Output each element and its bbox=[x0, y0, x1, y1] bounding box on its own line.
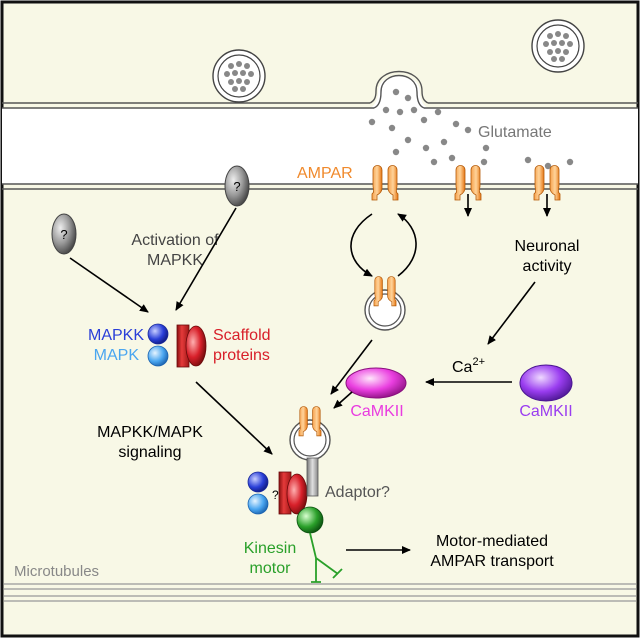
kinesin-label-line2: motor bbox=[250, 560, 292, 577]
mapk-scaffold-complex bbox=[147, 323, 207, 368]
transport-unknown-mark: ? bbox=[272, 488, 279, 502]
signaling-label-line2: signaling bbox=[118, 444, 181, 461]
arrow-recycle-down bbox=[350, 213, 373, 277]
arrow-endosome-to-transport bbox=[330, 339, 373, 395]
calcium-label: Ca2+ bbox=[452, 356, 485, 376]
neuronal-activity-line2: activity bbox=[523, 258, 572, 275]
unknown-receptor-mark: ? bbox=[233, 179, 240, 194]
synaptic-vesicle-left bbox=[212, 49, 266, 103]
signaling-label-line1: MAPKK/MAPK bbox=[97, 424, 203, 441]
synaptic-cleft bbox=[2, 70, 638, 190]
motor-transport-label-line2: AMPAR transport bbox=[430, 553, 554, 570]
activation-label-line1: Activation of bbox=[131, 232, 219, 249]
scaffold-label-line2: proteins bbox=[213, 347, 270, 364]
arrow-activity-to-calcium bbox=[487, 281, 536, 345]
mapkk-label: MAPKK bbox=[88, 327, 144, 344]
arrow-camkii-to-transport bbox=[333, 391, 353, 409]
transport-complex bbox=[247, 457, 343, 583]
unknown-cytosolic-mark: ? bbox=[60, 227, 67, 242]
camkii-inactive-icon bbox=[519, 364, 573, 402]
glutamate-molecules bbox=[368, 88, 574, 170]
activation-label-line2: MAPKK bbox=[147, 252, 203, 269]
scaffold-label-line1: Scaffold bbox=[213, 327, 271, 344]
arrow-signaling-to-transport bbox=[195, 381, 273, 455]
camkii-active-label: CaMKII bbox=[350, 403, 403, 420]
unknown-receptor-icon: ? bbox=[224, 165, 250, 207]
microtubules-label: Microtubules bbox=[14, 563, 99, 580]
arrow-unknown-to-mapkk bbox=[69, 257, 149, 313]
arrow-recycle-up bbox=[397, 213, 417, 277]
camkii-active-icon bbox=[345, 367, 407, 399]
neuronal-activity-line1: Neuronal bbox=[515, 238, 580, 255]
ampar-endosome bbox=[364, 276, 406, 331]
ampar-label: AMPAR bbox=[297, 165, 353, 182]
mapk-label: MAPK bbox=[94, 347, 140, 364]
motor-transport-label-line1: Motor-mediated bbox=[436, 533, 548, 550]
microtubule-lines bbox=[4, 583, 636, 602]
kinesin-label-line1: Kinesin bbox=[244, 540, 296, 557]
glutamate-label: Glutamate bbox=[478, 124, 552, 141]
synaptic-vesicle-right bbox=[531, 19, 585, 73]
adaptor-label: Adaptor? bbox=[325, 484, 390, 501]
arrow-receptor-to-mapkk bbox=[175, 207, 237, 311]
camkii-inactive-label: CaMKII bbox=[519, 403, 572, 420]
unknown-cytosolic-icon: ? bbox=[51, 213, 77, 255]
